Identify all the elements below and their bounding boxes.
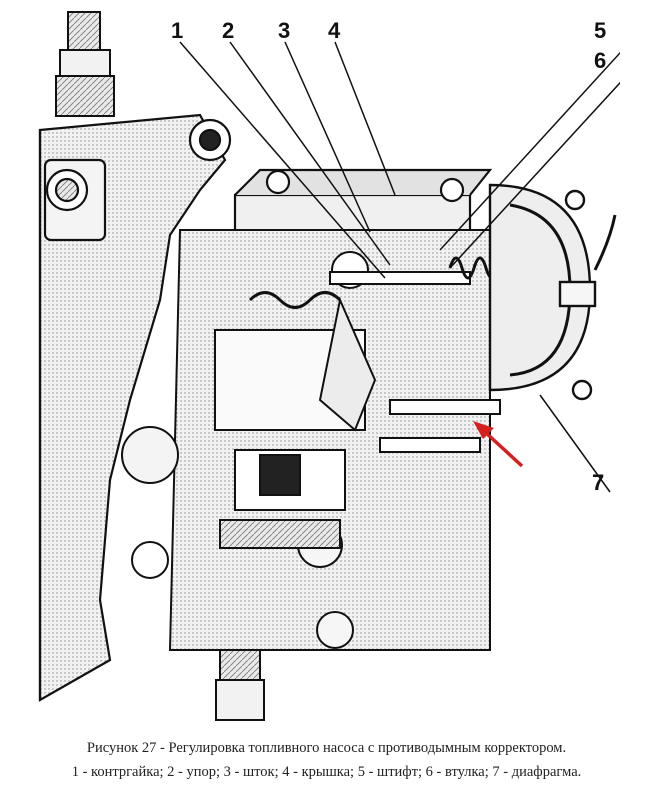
governor-cutaway [121, 229, 491, 651]
corrector-stem [329, 256, 524, 453]
caption-text: Рисунок 27 - Регулировка топливного насо… [86, 740, 567, 756]
figure-legend: 1 - контргайка; 2 - упор; 3 - шток; 4 - … [71, 764, 582, 780]
leader-lines [179, 41, 620, 493]
callout-number-2: 2 [222, 18, 234, 43]
drain-fitting [215, 649, 265, 721]
fuel-fitting [55, 11, 115, 117]
pump-housing [38, 113, 232, 702]
callout-number-4: 4 [328, 18, 341, 43]
callout-number-6: 6 [594, 48, 606, 73]
pump-illustration: 1 2 3 4 5 6 7 [20, 0, 620, 728]
cover [233, 168, 493, 242]
callout-number-1: 1 [171, 18, 183, 43]
callout-number-7: 7 [592, 470, 604, 495]
callout-number-5: 5 [594, 18, 606, 43]
adjustment-arrow [473, 421, 524, 468]
diaphragm-housing [488, 183, 617, 401]
callout-number-3: 3 [278, 18, 290, 43]
figure-caption: Рисунок 27 - Регулировка топливного насо… [0, 734, 653, 758]
